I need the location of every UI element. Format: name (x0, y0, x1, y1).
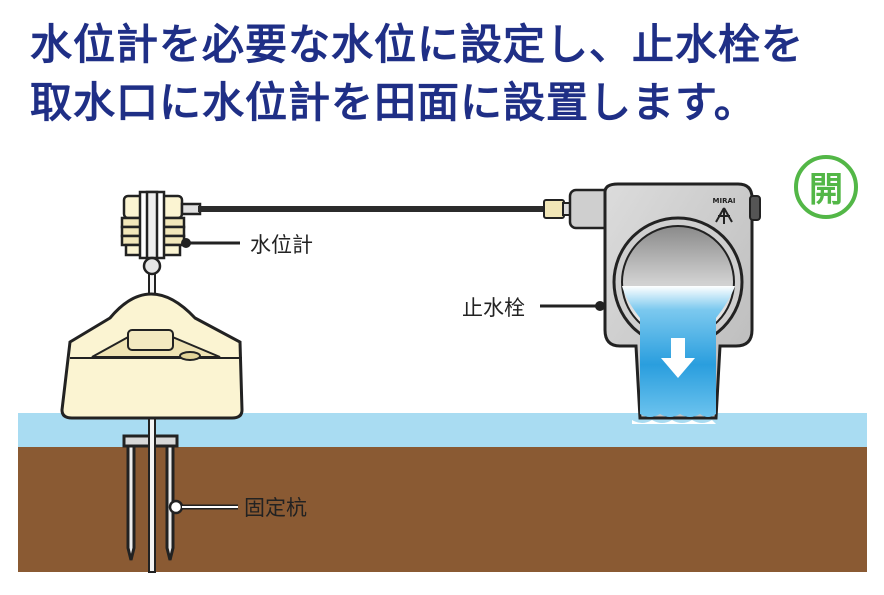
stake-label: 固定杭 (244, 496, 307, 520)
title-line-1: 水位計を必要な水位に設定し、止水栓を (30, 20, 805, 69)
open-badge-label: 開 (809, 170, 843, 210)
water-splash (632, 420, 716, 424)
soil-layer (18, 447, 867, 572)
cable-connector (543, 199, 565, 219)
title-line-2: 取水口に水位計を田面に設置します。 (30, 78, 757, 127)
water-gauge-head (120, 190, 202, 276)
valve-logo: MIRAI (713, 197, 736, 205)
page-title: 水位計を必要な水位に設定し、止水栓を 取水口に水位計を田面に設置します。 (30, 16, 870, 132)
valve-logo-icon (715, 207, 733, 224)
stop-valve-label: 止水栓 (462, 296, 525, 320)
flow-down-arrow-icon (661, 338, 695, 378)
stop-valve-callout: 止水栓 (462, 296, 605, 320)
float-body (60, 292, 244, 420)
signal-cable (198, 206, 548, 212)
open-badge: 開 (794, 155, 858, 219)
water-gauge-callout: 水位計 (181, 233, 313, 257)
water-gauge-label: 水位計 (250, 233, 313, 257)
stake-callout: 固定杭 (168, 496, 307, 520)
